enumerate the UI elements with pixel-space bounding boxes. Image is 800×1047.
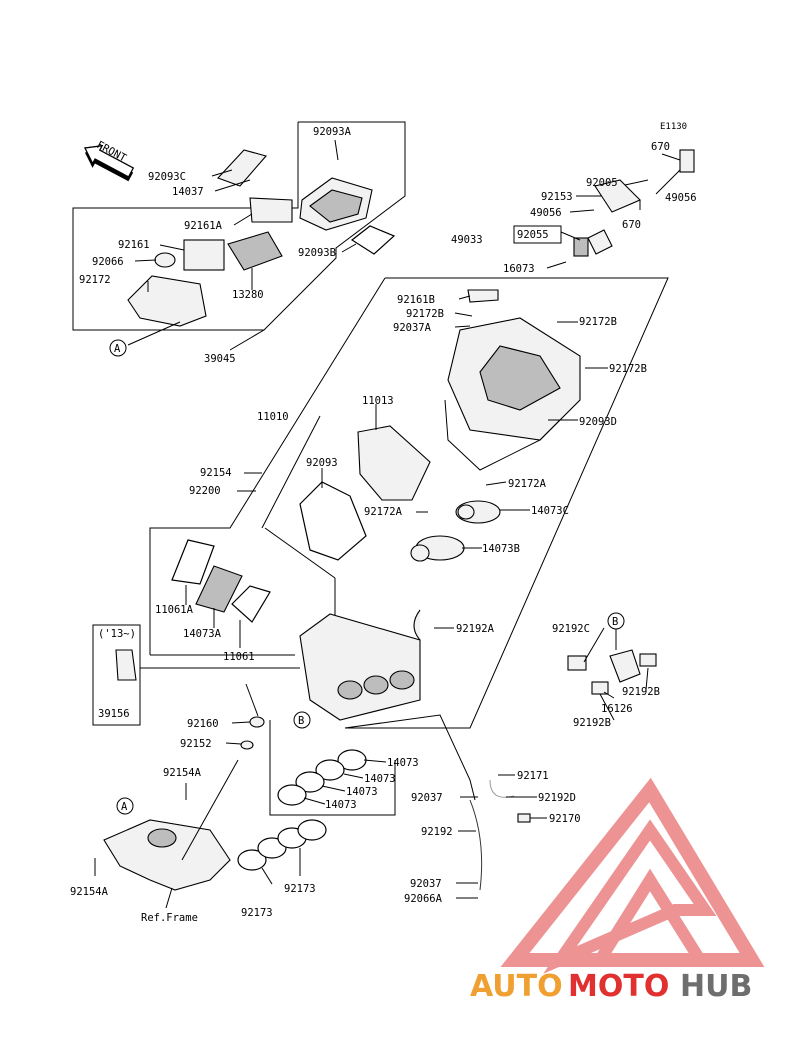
part-label: 14073 bbox=[325, 799, 357, 811]
callout-a-top-letter: A bbox=[114, 343, 121, 355]
part-label: 92192A bbox=[456, 623, 495, 635]
part-label: 92192B bbox=[573, 717, 611, 729]
part-label: 92055 bbox=[517, 229, 549, 241]
year-note: ('13~) bbox=[98, 628, 136, 640]
part-label: 14037 bbox=[172, 186, 204, 198]
part-label: 92172 bbox=[79, 274, 111, 286]
callout-a-lower-letter: A bbox=[121, 801, 128, 813]
part-label: 14073C bbox=[531, 505, 569, 517]
callout-a-lower: A bbox=[116, 797, 134, 815]
callout-b-upper: B bbox=[293, 711, 311, 729]
part-label: 13280 bbox=[232, 289, 264, 301]
part-label: 670 bbox=[651, 141, 670, 153]
watermark-word-moto: MOTO bbox=[568, 969, 669, 1004]
part-label: 92093D bbox=[579, 416, 617, 428]
part-label: 39045 bbox=[204, 353, 236, 365]
callout-b-upper-letter: B bbox=[298, 715, 304, 727]
part-label: 92093B bbox=[298, 247, 336, 259]
part-label: 11010 bbox=[257, 411, 289, 423]
part-label: 92037A bbox=[393, 322, 432, 334]
part-label: 16126 bbox=[601, 703, 633, 715]
part-label: 39156 bbox=[98, 708, 130, 720]
part-label: 92161B bbox=[397, 294, 435, 306]
part-label: 92200 bbox=[189, 485, 221, 497]
part-label: 92066A bbox=[404, 893, 443, 905]
callout-b-right-letter: B bbox=[612, 616, 618, 628]
part-group-box bbox=[513, 225, 562, 244]
part-label: 92152 bbox=[180, 738, 212, 750]
part-label: 92172A bbox=[508, 478, 547, 490]
part-label: 92192C bbox=[552, 623, 590, 635]
part-label: 11013 bbox=[362, 395, 394, 407]
part-label: 14073 bbox=[387, 757, 419, 769]
part-label: 16073 bbox=[503, 263, 535, 275]
part-label: 49033 bbox=[451, 234, 483, 246]
part-label: 92066 bbox=[92, 256, 124, 268]
part-label: 92173 bbox=[241, 907, 273, 919]
part-label: 92192B bbox=[622, 686, 660, 698]
part-label: 11061 bbox=[223, 651, 255, 663]
part-label: 92192D bbox=[538, 792, 576, 804]
part-label: 92093 bbox=[306, 457, 338, 469]
part-label: 92153 bbox=[541, 191, 573, 203]
part-label: 92161A bbox=[184, 220, 223, 232]
leader-lines bbox=[94, 139, 681, 909]
watermark-word-hub: HUB bbox=[680, 969, 752, 1004]
part-label: 92037 bbox=[411, 792, 443, 804]
part-label: 92160 bbox=[187, 718, 219, 730]
part-label: 92192 bbox=[421, 826, 453, 838]
part-label: 92173 bbox=[284, 883, 316, 895]
part-label: 14073 bbox=[346, 786, 378, 798]
callout-a-top: A bbox=[109, 339, 127, 357]
part-label: 92172B bbox=[406, 308, 444, 320]
part-label: 92037 bbox=[410, 878, 442, 890]
part-label: 92154 bbox=[200, 467, 232, 479]
part-label: 14073B bbox=[482, 543, 520, 555]
part-label: 14073A bbox=[183, 628, 222, 640]
watermark-word-auto: AUTO bbox=[470, 969, 563, 1004]
part-label: 92093A bbox=[313, 126, 352, 138]
part-label: 92172B bbox=[579, 316, 617, 328]
ref-frame-label: Ref.Frame bbox=[141, 912, 198, 924]
part-label: 92154A bbox=[70, 886, 109, 898]
part-label: 92172A bbox=[364, 506, 403, 518]
part-label: 92171 bbox=[517, 770, 549, 782]
group-outlines bbox=[72, 121, 669, 816]
part-label: 14073 bbox=[364, 773, 396, 785]
part-label: 92172B bbox=[609, 363, 647, 375]
front-arrow bbox=[84, 144, 135, 182]
part-label: 92093C bbox=[148, 171, 186, 183]
watermark-logo bbox=[500, 777, 765, 974]
callout-b-right: B bbox=[607, 612, 625, 630]
part-label: 49056 bbox=[530, 207, 562, 219]
part-label: 11061A bbox=[155, 604, 194, 616]
part-shapes bbox=[103, 149, 695, 891]
part-label: 92154A bbox=[163, 767, 202, 779]
part-label: 92005 bbox=[586, 177, 618, 189]
part-label: 92170 bbox=[549, 813, 581, 825]
diagram-code: E1130 bbox=[660, 122, 687, 132]
part-label: 92161 bbox=[118, 239, 150, 251]
part-label: 49056 bbox=[665, 192, 697, 204]
part-label: 670 bbox=[622, 219, 641, 231]
